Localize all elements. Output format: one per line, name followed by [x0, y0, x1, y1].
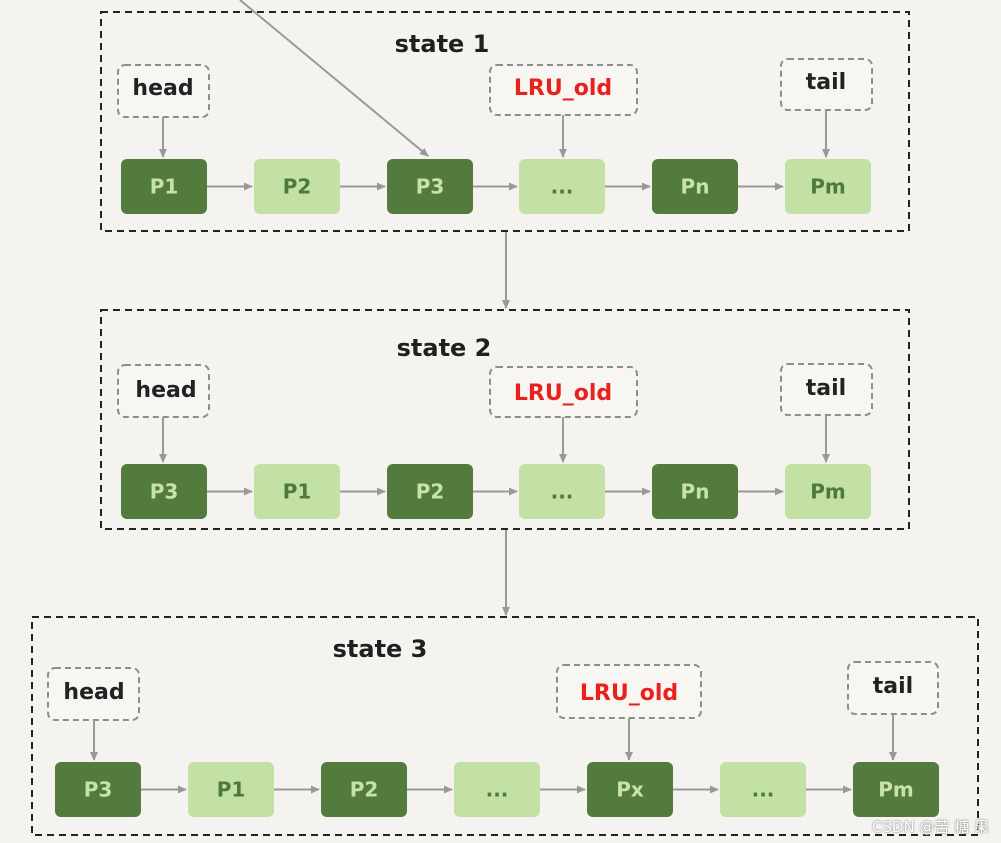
- page-node-label: P3: [416, 175, 445, 199]
- page-node: [121, 159, 207, 214]
- page-node-label: ...: [752, 778, 775, 802]
- page-node: [785, 464, 871, 519]
- page-node-label: P2: [416, 480, 445, 504]
- page-node: [321, 762, 407, 817]
- tail-pointer-label: tail: [806, 376, 846, 401]
- page-node: [519, 464, 605, 519]
- state-frame: [100, 309, 910, 530]
- page-node: [519, 159, 605, 214]
- page-node-label: P1: [150, 175, 179, 199]
- page-node: [55, 762, 141, 817]
- page-node-label: P1: [283, 480, 312, 504]
- state-frame: [100, 11, 910, 232]
- state-title: state 2: [397, 334, 492, 362]
- page-node: [720, 762, 806, 817]
- page-node-label: ...: [551, 175, 574, 199]
- page-node: [121, 464, 207, 519]
- lru-old-pointer-box: [489, 366, 638, 418]
- head-pointer-label: head: [135, 378, 196, 403]
- page-node: [254, 159, 340, 214]
- page-node: [254, 464, 340, 519]
- page-node-label: Pn: [681, 480, 710, 504]
- page-node: [454, 762, 540, 817]
- page-node-label: Pm: [878, 778, 914, 802]
- page-node-label: P2: [283, 175, 312, 199]
- head-pointer-label: head: [63, 680, 124, 705]
- page-node-label: Px: [616, 778, 644, 802]
- tail-pointer-label: tail: [873, 674, 913, 699]
- page-node: [652, 464, 738, 519]
- access-p3-arrow: [239, 0, 429, 157]
- page-node-label: Pm: [810, 480, 846, 504]
- head-pointer-label: head: [132, 76, 193, 101]
- page-node-label: P1: [217, 778, 246, 802]
- page-node: [587, 762, 673, 817]
- page-node: [188, 762, 274, 817]
- page-node-label: Pm: [810, 175, 846, 199]
- state-frame: [31, 616, 979, 836]
- tail-pointer-label: tail: [806, 70, 846, 95]
- lru-old-pointer-label: LRU_old: [514, 76, 612, 101]
- state-title: state 3: [333, 635, 428, 663]
- page-node-label: P3: [150, 480, 179, 504]
- page-node-label: Pn: [681, 175, 710, 199]
- page-node: [387, 159, 473, 214]
- page-node-label: ...: [551, 480, 574, 504]
- lru-old-pointer-label: LRU_old: [580, 681, 678, 706]
- state-title: state 1: [395, 30, 490, 58]
- page-node: [652, 159, 738, 214]
- page-node: [785, 159, 871, 214]
- page-node-label: P3: [84, 778, 113, 802]
- page-node-label: ...: [486, 778, 509, 802]
- page-node-label: P2: [350, 778, 379, 802]
- lru-old-pointer-label: LRU_old: [514, 381, 612, 406]
- page-node: [853, 762, 939, 817]
- lru-old-pointer-box: [489, 64, 638, 116]
- page-node: [387, 464, 473, 519]
- watermark: CSDN @苦 糖 果: [871, 818, 989, 836]
